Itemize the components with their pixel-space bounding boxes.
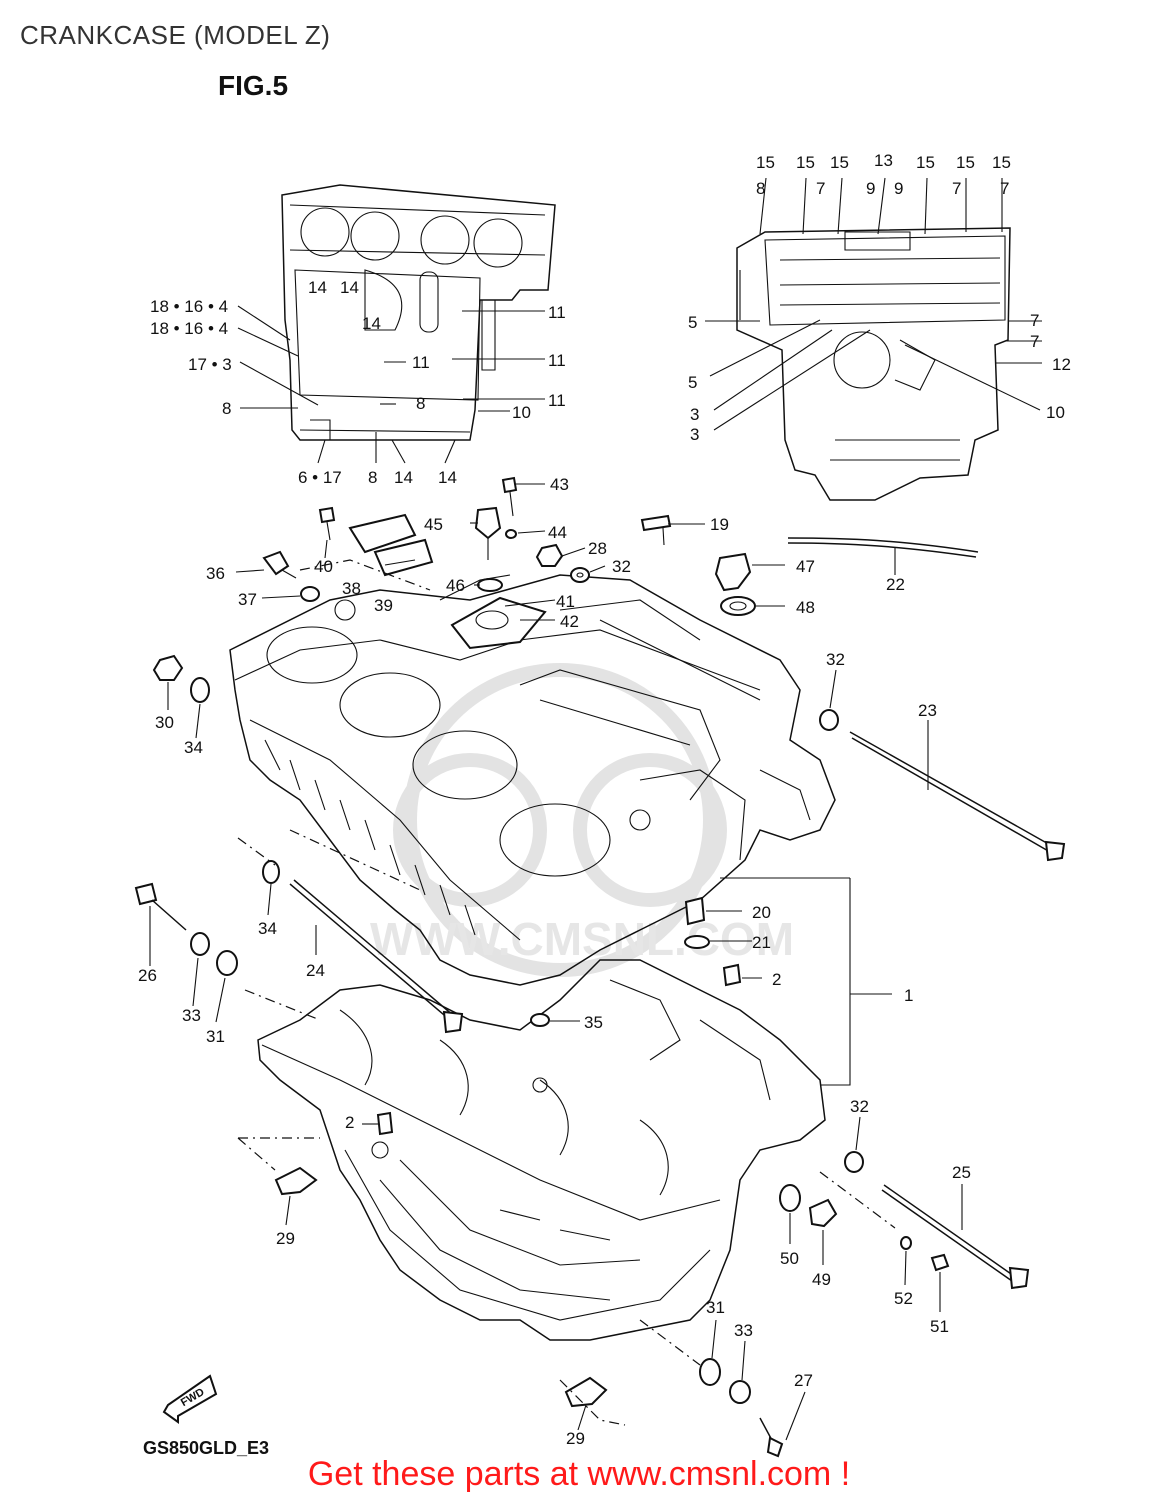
callout-labels: 18 • 16 • 4 18 • 16 • 4 17 • 3 8 6 • 17 … xyxy=(138,151,1071,1448)
callout-50: 50 xyxy=(780,1249,799,1268)
callout-37: 37 xyxy=(238,590,257,609)
callout-29-left: 29 xyxy=(276,1229,295,1248)
page-title: CRANKCASE (MODEL Z) xyxy=(20,20,331,50)
callout-24: 24 xyxy=(306,961,325,980)
callout-52: 52 xyxy=(894,1289,913,1308)
callout-13: 13 xyxy=(874,151,893,170)
callout-47: 47 xyxy=(796,557,815,576)
callout-21: 21 xyxy=(752,933,771,952)
callout-25: 25 xyxy=(952,1163,971,1182)
callout-30: 30 xyxy=(155,713,174,732)
callout-15-e: 15 xyxy=(956,153,975,172)
callout-14-b: 14 xyxy=(340,278,359,297)
callout-10-right: 10 xyxy=(1046,403,1065,422)
callout-48: 48 xyxy=(796,598,815,617)
callout-32-top: 32 xyxy=(612,557,631,576)
callout-14-d: 14 xyxy=(394,468,413,487)
leader-lines xyxy=(149,177,1042,1441)
upper-crankcase xyxy=(229,574,836,986)
callout-14-e: 14 xyxy=(438,468,457,487)
callout-34-top: 34 xyxy=(184,738,203,757)
callout-2-right: 2 xyxy=(772,970,781,989)
callout-31-left: 31 xyxy=(206,1027,225,1046)
callout-45: 45 xyxy=(424,515,443,534)
upper-crankcase-top-view xyxy=(281,184,556,441)
callout-32-lower: 32 xyxy=(850,1097,869,1116)
callout-7-a: 7 xyxy=(816,179,825,198)
callout-35: 35 xyxy=(584,1013,603,1032)
callout-11-b: 11 xyxy=(412,353,430,372)
callout-46: 46 xyxy=(446,576,465,595)
lower-crankcase-bottom-view xyxy=(736,227,1011,501)
figure-label: FIG.5 xyxy=(218,70,289,101)
callout-49: 49 xyxy=(812,1270,831,1289)
callout-2-left: 2 xyxy=(345,1113,354,1132)
watermark: WWW.CMSNL.COM xyxy=(370,663,794,977)
callout-28: 28 xyxy=(588,539,607,558)
callout-41: 41 xyxy=(556,592,575,611)
callout-29-bottom: 29 xyxy=(566,1429,585,1448)
callout-8-bottom: 8 xyxy=(368,468,377,487)
callout-10-left: 10 xyxy=(512,403,531,422)
callout-15-d: 15 xyxy=(916,153,935,172)
callout-15-c: 15 xyxy=(830,153,849,172)
callout-39: 39 xyxy=(374,596,393,615)
callout-23: 23 xyxy=(918,701,937,720)
callout-26: 26 xyxy=(138,966,157,985)
callout-18-16-4-a: 18 • 16 • 4 xyxy=(150,297,228,316)
callout-43: 43 xyxy=(550,475,569,494)
callout-14-a: 14 xyxy=(308,278,327,297)
callout-33-left: 33 xyxy=(182,1006,201,1025)
callout-6-17: 6 • 17 xyxy=(298,468,342,487)
callout-15-f: 15 xyxy=(992,153,1011,172)
callout-31-bottom: 31 xyxy=(706,1298,725,1317)
footer-link[interactable]: Get these parts at www.cmsnl.com ! xyxy=(307,1455,851,1493)
callout-38: 38 xyxy=(342,579,361,598)
small-parts: FWD xyxy=(134,476,1066,1458)
callout-34-left: 34 xyxy=(258,919,277,938)
callout-7-c: 7 xyxy=(1000,179,1009,198)
callout-27: 27 xyxy=(794,1371,813,1390)
callout-33-bottom: 33 xyxy=(734,1321,753,1340)
callout-9-b: 9 xyxy=(894,179,903,198)
callout-9-a: 9 xyxy=(866,179,875,198)
callout-8-left: 8 xyxy=(222,399,231,418)
callout-42: 42 xyxy=(560,612,579,631)
alignment-lines xyxy=(237,559,896,1426)
callout-8-right: 8 xyxy=(756,179,765,198)
callout-5-b: 5 xyxy=(688,373,697,392)
callout-1: 1 xyxy=(904,986,913,1005)
callout-15-b: 15 xyxy=(796,153,815,172)
callout-17-3: 17 • 3 xyxy=(188,355,232,374)
callout-7-b: 7 xyxy=(952,179,961,198)
callout-40: 40 xyxy=(314,557,333,576)
callout-51: 51 xyxy=(930,1317,949,1336)
callout-20: 20 xyxy=(752,903,771,922)
callout-36: 36 xyxy=(206,564,225,583)
callout-5-a: 5 xyxy=(688,313,697,332)
callout-11-d: 11 xyxy=(548,391,566,410)
callout-3-a: 3 xyxy=(690,405,699,424)
callout-7-e: 7 xyxy=(1030,332,1039,351)
callout-32-right: 32 xyxy=(826,650,845,669)
watermark-text: WWW.CMSNL.COM xyxy=(370,913,794,965)
callout-15-a: 15 xyxy=(756,153,775,172)
lower-crankcase xyxy=(257,959,826,1341)
callout-18-16-4-b: 18 • 16 • 4 xyxy=(150,319,228,338)
callout-8-mid: 8 xyxy=(416,394,425,413)
callout-12: 12 xyxy=(1052,355,1071,374)
callout-19: 19 xyxy=(710,515,729,534)
model-code: GS850GLD_E3 xyxy=(143,1438,270,1458)
callout-11-c: 11 xyxy=(548,351,566,370)
callout-14-c: 14 xyxy=(362,314,381,333)
callout-3-b: 3 xyxy=(690,425,699,444)
callout-22: 22 xyxy=(886,575,905,594)
callout-7-d: 7 xyxy=(1030,311,1039,330)
callout-11-a: 11 xyxy=(548,303,566,322)
callout-44: 44 xyxy=(548,523,567,542)
